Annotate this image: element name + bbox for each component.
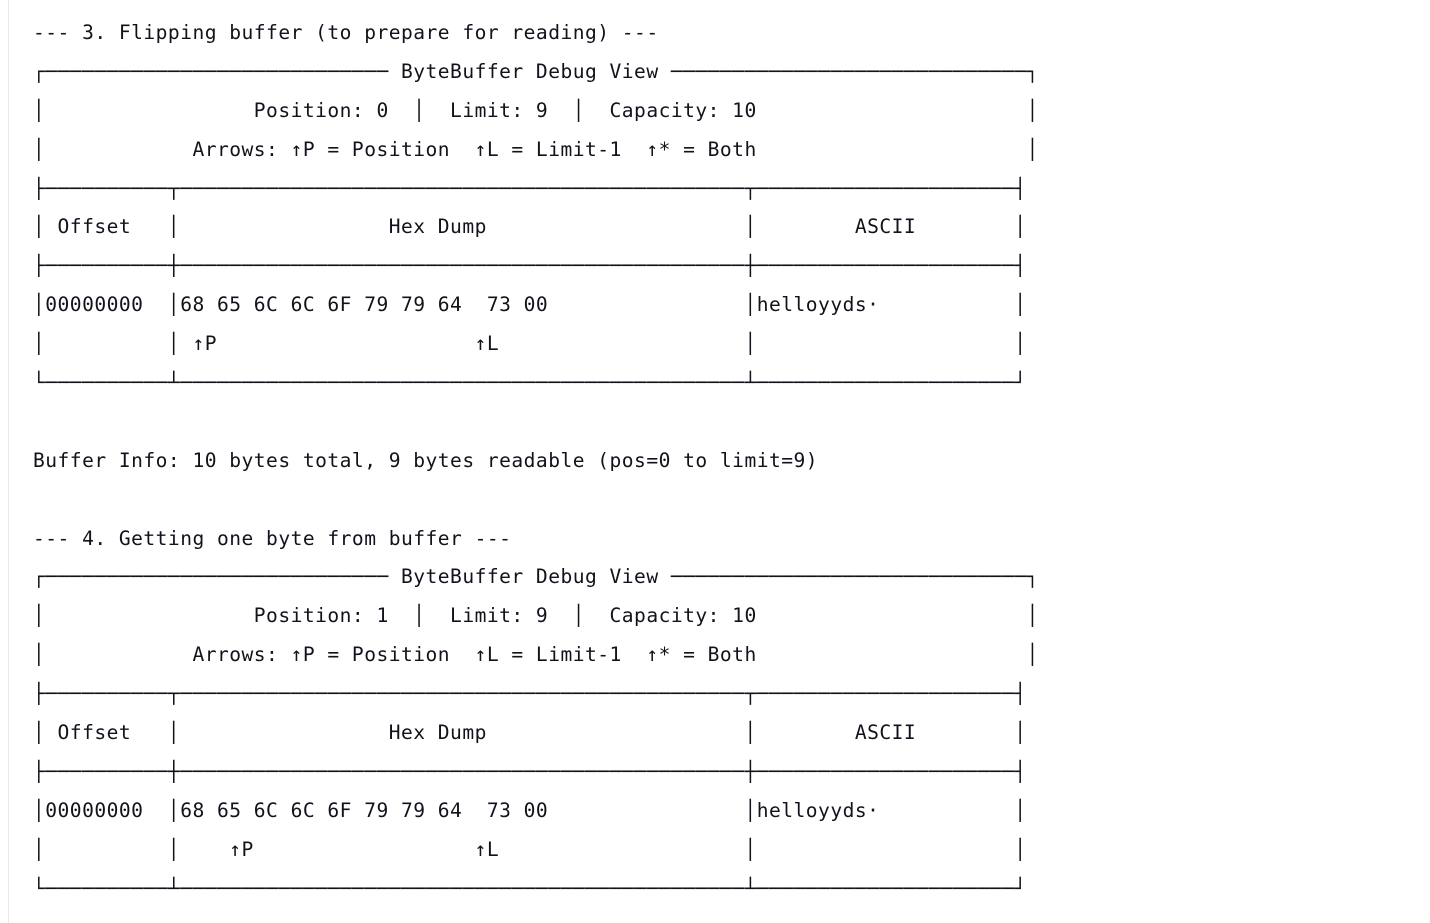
panel-2-marker-row: │ │ ↑P ↑L │ │ — [33, 837, 1027, 861]
section-3-heading: --- 3. Flipping buffer (to prepare for r… — [33, 21, 659, 44]
panel-1-hex-row: │00000000 │68 65 6C 6C 6F 79 79 64 73 00… — [33, 293, 1027, 317]
panel-1-marker-row: │ │ ↑P ↑L │ │ — [33, 332, 1027, 356]
panel-1-status-line: │ Position: 0 │ Limit: 9 │ Capacity: 10 … — [33, 98, 1039, 122]
panel-2-header-rule-top: ├──────────┬────────────────────────────… — [33, 682, 1027, 706]
panel-1-header-rule-bot: ├──────────┼────────────────────────────… — [33, 254, 1027, 278]
panel-1-bottom-border: └──────────┴────────────────────────────… — [33, 371, 1027, 395]
panel-2-status-line: │ Position: 1 │ Limit: 9 │ Capacity: 10 … — [33, 604, 1039, 628]
panel-2-column-headers: │ Offset │ Hex Dump │ ASCII │ — [33, 721, 1027, 745]
panel-1-top-border: ┌──────────────────────────── ByteBuffer… — [33, 59, 1039, 83]
section-4-heading: --- 4. Getting one byte from buffer --- — [33, 526, 512, 550]
panel-1-header-rule-top: ├──────────┬────────────────────────────… — [33, 176, 1027, 200]
panel-1-arrows-legend: │ Arrows: ↑P = Position ↑L = Limit-1 ↑* … — [33, 137, 1039, 161]
panel-2-header-rule-bot: ├──────────┼────────────────────────────… — [33, 759, 1027, 783]
panel-2-bottom-border: └──────────┴────────────────────────────… — [33, 876, 1027, 900]
panel-2-top-border: ┌──────────────────────────── ByteBuffer… — [33, 565, 1039, 589]
spacer-line-1 — [33, 403, 1039, 442]
panel-2-hex-row: │00000000 │68 65 6C 6C 6F 79 79 64 73 00… — [33, 798, 1027, 822]
terminal-text-block: --- 3. Flipping buffer (to prepare for r… — [33, 14, 1039, 908]
panel-1-column-headers: │ Offset │ Hex Dump │ ASCII │ — [33, 215, 1027, 239]
left-gutter-rule — [8, 0, 9, 923]
spacer-line-2 — [33, 481, 1039, 520]
buffer-info-line: Buffer Info: 10 bytes total, 9 bytes rea… — [33, 448, 819, 472]
panel-2-arrows-legend: │ Arrows: ↑P = Position ↑L = Limit-1 ↑* … — [33, 643, 1039, 667]
